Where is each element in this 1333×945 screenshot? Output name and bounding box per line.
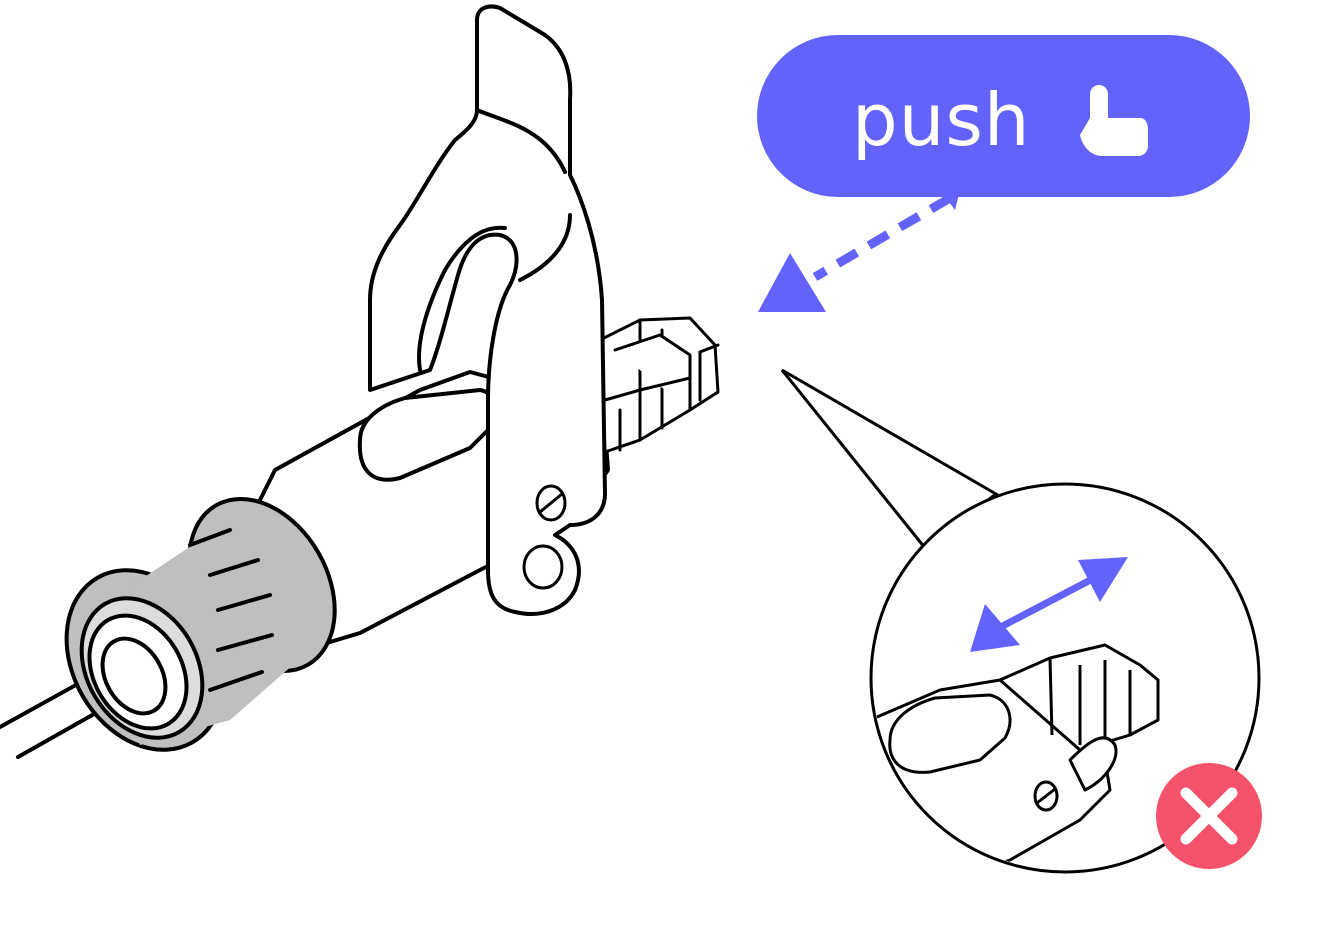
rj45-plug bbox=[598, 316, 720, 454]
push-label: push bbox=[852, 78, 1031, 162]
latch-neck bbox=[518, 213, 572, 282]
detail-magnifier bbox=[780, 368, 1261, 874]
latch-lever bbox=[368, 4, 607, 616]
push-callout bbox=[757, 35, 1250, 210]
detail-latch-tip bbox=[1068, 736, 1118, 792]
double-arrow bbox=[970, 557, 1128, 652]
arrow-head bbox=[758, 253, 826, 312]
latch-fold bbox=[475, 108, 567, 174]
screw bbox=[535, 484, 567, 522]
double-arrow-head-right bbox=[1078, 557, 1128, 602]
double-arrow-head-left bbox=[970, 604, 1020, 652]
latch-hole bbox=[522, 544, 564, 590]
pointing-hand-icon bbox=[1080, 85, 1148, 156]
callout-bubble bbox=[757, 35, 1250, 197]
cross-mark-icon bbox=[1156, 763, 1262, 869]
dashed-arrow bbox=[758, 194, 953, 312]
detail-slot bbox=[888, 693, 1012, 774]
gland-nut bbox=[64, 496, 337, 752]
latch-inner bbox=[417, 225, 507, 372]
